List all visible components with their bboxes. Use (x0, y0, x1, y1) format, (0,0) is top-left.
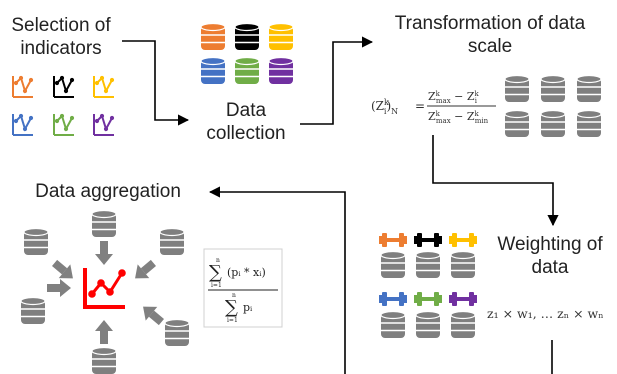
database-purple-icon (268, 56, 294, 85)
indicator-green-icon (53, 112, 76, 136)
database-gray-icon (450, 310, 476, 339)
arrow-diagonal-icon (129, 256, 160, 286)
database-gray-icon (380, 310, 406, 339)
dumbbell-blue-icon (379, 292, 407, 306)
arrow-down-icon (95, 241, 113, 265)
database-blue-icon (200, 56, 226, 85)
arrow-diagonal-icon (48, 256, 79, 286)
svg-text:=: = (415, 99, 425, 113)
svg-text:(pᵢ * xᵢ): (pᵢ * xᵢ) (227, 266, 266, 279)
database-gray-icon (504, 74, 530, 103)
dumbbell-purple-icon (449, 292, 477, 306)
database-gray-icon (415, 250, 441, 279)
arrow-transformation-to-weighting (432, 135, 559, 227)
weights-formula: z₁ × w₁, … zₙ × wₙ (487, 306, 604, 321)
data-aggregation-text: Data aggregation (35, 181, 181, 202)
database-gray-icon (450, 250, 476, 279)
indicator-blue-icon (12, 112, 35, 136)
indicator-icons (12, 74, 116, 136)
database-gray-icon (91, 209, 117, 238)
database-gray-icon (380, 250, 406, 279)
aggregation-graphic (20, 209, 190, 374)
svg-text:∑: ∑ (225, 297, 238, 318)
svg-text:i=1: i=1 (227, 317, 238, 324)
arrow-diagonal-icon (137, 299, 168, 329)
data-aggregation-label: Data aggregation (28, 180, 188, 203)
red-line-chart-icon (83, 268, 126, 309)
data-collection-line2: collection (206, 123, 286, 144)
weighting-label: Weighting of data (487, 233, 613, 279)
database-gray-icon (23, 227, 49, 256)
database-gray-icon (20, 296, 46, 325)
svg-text:n: n (216, 257, 220, 264)
transformation-database-icons (504, 74, 602, 138)
arrow-selection-to-collection (122, 40, 190, 126)
data-collection-line1: Data (225, 100, 267, 121)
data-collection-icons (200, 22, 294, 85)
transformation-line1: Transformation of data (394, 13, 586, 34)
dumbbell-black-icon (414, 233, 442, 247)
selection-label-line1: Selection of (11, 15, 111, 36)
svg-text:n: n (232, 292, 236, 299)
indicator-yellow-icon (93, 74, 116, 98)
database-gray-icon (504, 109, 530, 138)
selection-label-line2: indicators (20, 38, 102, 59)
arrow-right-icon (47, 279, 71, 297)
dumbbell-green-icon (414, 292, 442, 306)
database-orange-icon (200, 22, 226, 51)
svg-text:∑: ∑ (209, 262, 222, 283)
indicator-black-icon (53, 74, 76, 98)
weighting-line1: Weighting of (497, 234, 603, 255)
database-black-icon (234, 22, 260, 51)
transformation-line2: scale (467, 36, 513, 57)
database-gray-icon (576, 109, 602, 138)
database-gray-icon (540, 109, 566, 138)
indicator-purple-icon (93, 112, 116, 136)
database-gray-icon (91, 346, 117, 374)
database-gray-icon (576, 74, 602, 103)
database-gray-icon (159, 227, 185, 256)
dumbbell-yellow-icon (449, 233, 477, 247)
database-gray-icon (540, 74, 566, 103)
database-green-icon (234, 56, 260, 85)
arrow-collection-to-transformation (300, 36, 374, 125)
svg-text:(Zki)N: (Zki)N (371, 98, 398, 116)
aggregation-formula: n ∑ i=1 (pᵢ * xᵢ) n ∑ i=1 pᵢ (203, 248, 283, 328)
database-yellow-icon (268, 22, 294, 51)
data-collection-label: Data collection (188, 99, 304, 145)
selection-of-indicators-label: Selection of indicators (0, 14, 122, 60)
weighting-icons (379, 233, 477, 339)
database-gray-icon (164, 318, 190, 347)
dumbbell-orange-icon (379, 233, 407, 247)
indicator-orange-icon (12, 74, 35, 98)
arrow-weighting-to-aggregation (208, 186, 346, 374)
svg-text:i=1: i=1 (211, 282, 222, 289)
weighting-line2: data (531, 257, 569, 278)
database-gray-icon (415, 310, 441, 339)
svg-text:pᵢ: pᵢ (243, 301, 253, 314)
arrow-up-icon (95, 320, 113, 344)
transformation-label: Transformation of data scale (372, 12, 608, 58)
